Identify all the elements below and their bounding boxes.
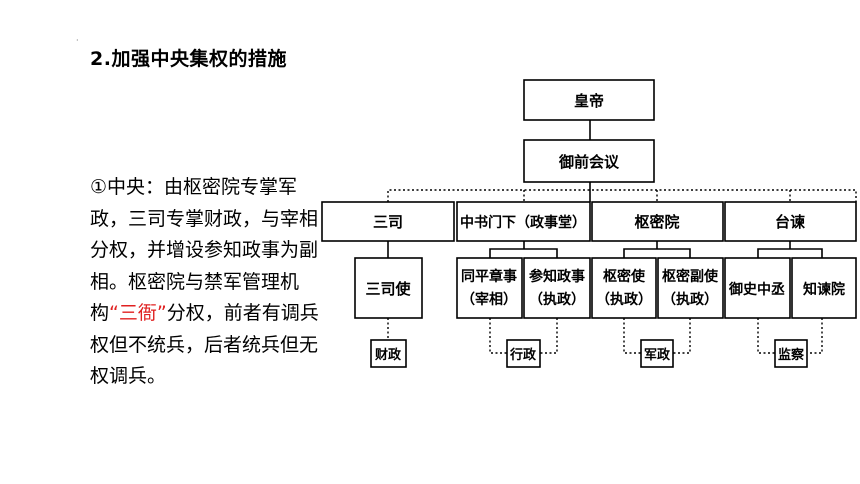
yushizhongcheng-node: 御史中丞	[724, 257, 791, 319]
xingzheng-node: 行政	[506, 339, 541, 368]
shumifushi-node: 枢密副使 （执政）	[657, 257, 724, 319]
zhijianyuan-label: 知谏院	[803, 281, 845, 298]
junzheng-node: 军政	[640, 339, 674, 368]
taijian-label: 台谏	[775, 213, 805, 231]
jiancha-node: 监察	[774, 339, 808, 368]
sansi-node: 三司	[321, 201, 455, 242]
shumi-label: 枢密院	[634, 213, 679, 231]
tongpingzhangshi-label: 同平章事	[461, 268, 517, 285]
emperor-node: 皇帝	[523, 79, 655, 121]
caizheng-label: 财政	[375, 347, 402, 363]
yushizhongcheng-label: 御史中丞	[728, 281, 785, 298]
sansishi-node: 三司使	[354, 257, 423, 319]
canzhizhengshi-label: 参知政事	[529, 268, 585, 285]
sansi-label: 三司	[373, 213, 403, 231]
description-paragraph: ①中央：由枢密院专掌军政，三司专掌财政，与宰相分权，并增设参知政事为副相。枢密院…	[90, 172, 330, 393]
zhongshu-label: 中书门下（政事堂）	[460, 214, 586, 231]
taijian-node: 台谏	[724, 201, 857, 242]
canzhizhengshi-role: （执政）	[529, 291, 585, 308]
paragraph-text-before: ①中央：由枢密院专掌军政，三司专掌财政，与宰相分权，并增设参知政事为副相。枢密院…	[90, 176, 319, 324]
shumifushi-label: 枢密副使	[662, 268, 719, 285]
shumishi-label: 枢密使	[603, 268, 646, 285]
solid-connectors	[387, 120, 823, 258]
paragraph-highlight-sanya: “三衙”	[109, 302, 167, 324]
shumifushi-role: （执政）	[662, 291, 718, 308]
canzhizhengshi-node: 参知政事 （执政）	[523, 257, 591, 319]
dashed-connectors	[387, 189, 857, 354]
shumishi-role: （执政）	[596, 291, 652, 308]
corner-dot: ·	[76, 36, 79, 45]
zhijianyuan-node: 知谏院	[791, 257, 857, 319]
jiancha-label: 监察	[778, 347, 805, 363]
section-heading: 2.加强中央集权的措施	[90, 48, 287, 70]
emperor-label: 皇帝	[574, 92, 604, 110]
paragraph-text-after: 分权，前者有调兵权但不统兵，后者统兵但无权调兵。	[90, 302, 319, 387]
xingzheng-label: 行政	[509, 347, 537, 363]
caizheng-node: 财政	[370, 339, 407, 368]
tongpingzhangshi-node: 同平章事 （宰相）	[456, 257, 523, 319]
council-node: 御前会议	[523, 139, 655, 183]
council-label: 御前会议	[558, 153, 620, 171]
sansishi-label: 三司使	[365, 280, 411, 298]
tongpingzhangshi-role: （宰相）	[461, 291, 517, 308]
shumishi-node: 枢密使 （执政）	[591, 257, 657, 319]
zhongshu-node: 中书门下（政事堂）	[456, 201, 591, 242]
shumi-node: 枢密院	[591, 201, 724, 242]
junzheng-label: 军政	[644, 347, 671, 363]
